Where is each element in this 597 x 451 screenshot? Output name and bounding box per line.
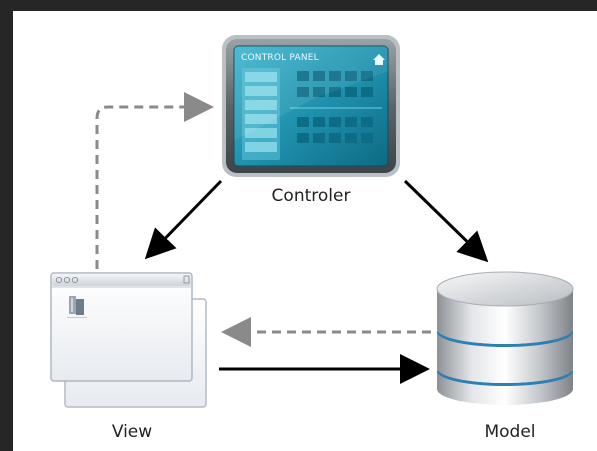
controller-node: CONTROL PANEL	[222, 35, 400, 206]
view-label: View	[112, 422, 152, 442]
controller-label: Controler	[272, 186, 351, 206]
home-icon	[373, 54, 385, 65]
panel-list-column	[242, 68, 280, 160]
panel-grid-bottom	[297, 117, 373, 143]
arrow-controller-to-view	[144, 179, 223, 260]
panel-grid-top	[297, 71, 373, 97]
db-top-face	[436, 271, 574, 307]
view-window-front	[50, 272, 193, 382]
view-node: View	[50, 272, 207, 442]
model-label: Model	[484, 422, 535, 442]
mvc-diagram: CONTROL PANEL	[50, 35, 574, 442]
arrow-controller-to-model	[403, 179, 489, 263]
window-controls-icon	[55, 276, 79, 284]
screen-reflection	[234, 46, 388, 141]
control-panel-title: CONTROL PANEL	[241, 53, 319, 63]
resize-icon	[183, 275, 190, 284]
document-icon	[67, 296, 87, 318]
diagram-canvas: CONTROL PANEL	[13, 11, 597, 451]
model-node: Model	[436, 271, 574, 442]
arrow-view-to-controller-dashed	[95, 92, 214, 269]
view-titlebar	[52, 274, 191, 286]
